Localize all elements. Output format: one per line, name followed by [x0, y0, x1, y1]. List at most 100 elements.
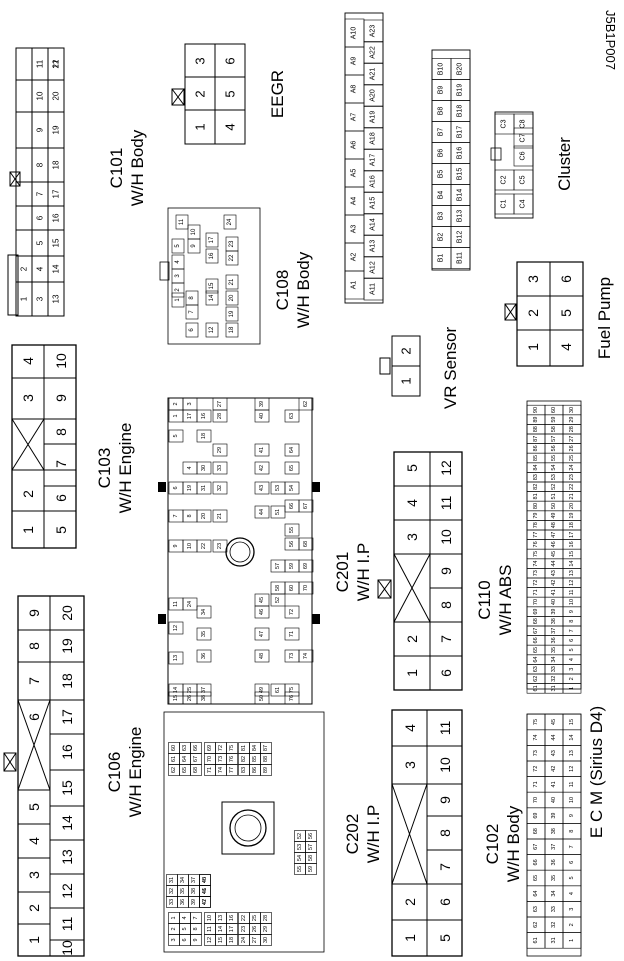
- pin-label: 10: [438, 529, 454, 545]
- c201-id: C201: [333, 552, 352, 593]
- pin-label: 42: [551, 766, 557, 772]
- pin-label: 2: [173, 402, 179, 405]
- pin-label: 9: [438, 567, 454, 575]
- pin-label: 35: [180, 888, 186, 894]
- pin-label: A1: [351, 281, 358, 290]
- pin-label: 8: [437, 829, 453, 837]
- pin-label: 65: [533, 647, 539, 653]
- pin-label: 1: [171, 916, 177, 919]
- pin-label: B14: [457, 189, 464, 202]
- pin-cell: [513, 169, 534, 191]
- pin-label: 57: [275, 563, 281, 569]
- pin-label: B19: [457, 84, 464, 97]
- pin-label: 14: [52, 264, 61, 273]
- pin-label: 38: [191, 888, 197, 894]
- pin-cell: [450, 58, 471, 80]
- pin-label: 29: [217, 447, 223, 453]
- pin-label: 23: [569, 474, 575, 480]
- pin-label: 37: [201, 687, 207, 693]
- pin-label: 22: [569, 484, 575, 490]
- pin-label: 39: [191, 899, 197, 905]
- pin-label: 2: [569, 677, 575, 680]
- pin-label: 45: [259, 597, 265, 603]
- pin-label: 10: [569, 797, 575, 803]
- pin-label: 41: [551, 589, 557, 595]
- pin-label: 89: [533, 417, 539, 423]
- pin-label: 12: [59, 883, 75, 899]
- pin-label: 5: [558, 309, 574, 317]
- pin-label: 16: [209, 252, 215, 259]
- pin-label: 56: [308, 833, 314, 839]
- pin-cell: [513, 113, 534, 135]
- pin-label: 46: [551, 541, 557, 547]
- pin-label: 5: [36, 240, 45, 245]
- pin-label: 4: [402, 724, 418, 732]
- pin-label: 83: [533, 474, 539, 480]
- pin-label: 8: [26, 642, 42, 650]
- pin-label: 8: [189, 296, 195, 300]
- pin-cell: [205, 290, 219, 306]
- pin-cell: [284, 443, 300, 457]
- pin-cell: [254, 627, 270, 641]
- pin-label: 18: [569, 522, 575, 528]
- pin-label: 34: [551, 657, 557, 663]
- pin-label: B2: [438, 233, 445, 242]
- pin-label: 9: [569, 610, 575, 613]
- pin-label: C2: [501, 175, 508, 184]
- pin-cell: [226, 934, 238, 946]
- pin-cell: [284, 409, 300, 423]
- connector-ecm-bottom-right: 7574737271706968676665646362614544434241…: [526, 713, 582, 957]
- pin-label: 3: [171, 938, 177, 941]
- pin-label: 72: [533, 766, 539, 772]
- pin-cell: [187, 224, 201, 240]
- pin-label: 71: [533, 589, 539, 595]
- pin-label: 4: [569, 658, 575, 661]
- pin-label: 39: [259, 401, 265, 407]
- pin-label: 88: [533, 426, 539, 432]
- pin-label: A3: [351, 225, 358, 234]
- pin-cell: [284, 691, 300, 705]
- pin-label: 12: [569, 766, 575, 772]
- pin-label: 5: [175, 244, 181, 248]
- pin-cell: [168, 621, 184, 635]
- pin-label: 3: [569, 908, 575, 911]
- pin-label: 13: [59, 849, 75, 865]
- pin-label: 59: [551, 417, 557, 423]
- pin-label: 65: [289, 465, 295, 471]
- c102-desc: W/H Body: [504, 805, 523, 882]
- pin-cell: [284, 605, 300, 619]
- pin-label: B15: [457, 168, 464, 181]
- pin-label: 30: [263, 937, 269, 943]
- pin-label: 21: [52, 59, 61, 68]
- pin-label: 48: [259, 653, 265, 659]
- pin-label: 1: [173, 414, 179, 417]
- pin-label: 59: [308, 866, 314, 872]
- pin-label: 14: [569, 735, 575, 741]
- pin-label: 73: [289, 653, 295, 659]
- pin-label: 30: [201, 465, 207, 471]
- pin-label: 16: [229, 915, 235, 921]
- pin-label: 52: [275, 597, 281, 603]
- pin-cell: [196, 539, 212, 553]
- pin-cell: [190, 764, 202, 776]
- pin-cell: [175, 214, 189, 230]
- pin-label: 40: [259, 413, 265, 419]
- pin-cell: [298, 649, 314, 663]
- pin-label: B12: [457, 231, 464, 244]
- pin-cell: [254, 461, 270, 475]
- pin-cell: [513, 145, 534, 167]
- pin-label: 1: [26, 936, 42, 944]
- pin-label: 25: [252, 915, 258, 921]
- pin-label: B6: [438, 149, 445, 158]
- pin-label: 12: [52, 59, 61, 68]
- pin-label: 52: [297, 833, 303, 839]
- pin-label: A20: [370, 89, 377, 102]
- pin-label: 4: [26, 837, 42, 845]
- pin-label: 83: [241, 767, 247, 773]
- connector-cluster: A1A2A3A4A5A6A7A8A9A10A11A12A13A14A15A16A…: [344, 12, 534, 304]
- pin-label: 67: [533, 628, 539, 634]
- pin-label: 4: [182, 916, 188, 919]
- pin-label: 8: [569, 620, 575, 623]
